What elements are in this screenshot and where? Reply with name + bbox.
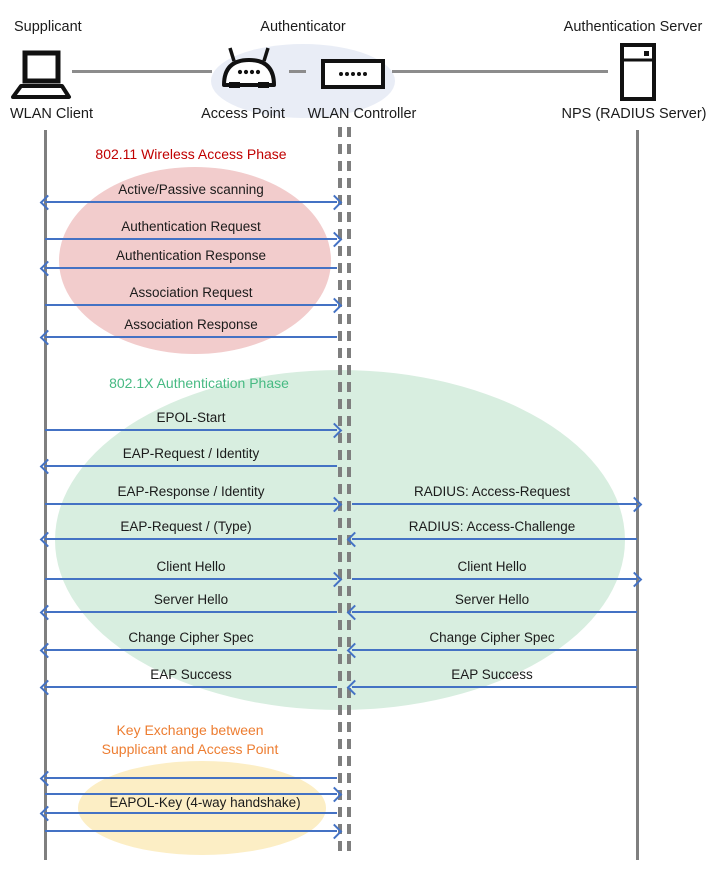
- message-label: EAP-Request / Identity: [122, 446, 260, 461]
- arrow-change-cipher-spec-left: [39, 642, 337, 659]
- message-label: EAP Success: [150, 667, 232, 682]
- message-label: EAP-Request / (Type): [120, 519, 252, 534]
- arrow-association-response: [39, 329, 337, 346]
- arrow-eapol-key-4: [45, 823, 343, 840]
- wlan-controller-icon: [321, 59, 385, 89]
- arrow-server-hello-left: [39, 604, 337, 621]
- role-supplicant: Supplicant: [14, 19, 82, 35]
- lifeline-supplicant: [44, 130, 47, 860]
- message-label: Change Cipher Spec: [128, 630, 254, 645]
- connector-controller-server: [392, 70, 608, 73]
- message-label: Authentication Request: [121, 219, 261, 234]
- phase2-title: 802.1X Authentication Phase: [109, 375, 289, 391]
- arrow-radius-access-request: [352, 496, 643, 513]
- connector-ap-controller: [289, 70, 306, 73]
- arrow-client-hello-left: [45, 571, 343, 588]
- message-label: EPOL-Start: [156, 410, 226, 425]
- arrow-change-cipher-spec-right: [346, 642, 637, 659]
- message-label: Association Request: [129, 285, 253, 300]
- phase3-ellipse: [78, 761, 326, 855]
- device-wlan-controller: WLAN Controller: [307, 106, 417, 122]
- message-label: Authentication Response: [115, 248, 267, 263]
- role-authenticator: Authenticator: [260, 19, 346, 35]
- lifeline-authenticator-2: [347, 127, 351, 853]
- arrow-eap-success-right: [346, 679, 637, 696]
- message-label: EAP-Response / Identity: [117, 484, 265, 499]
- phase3-title-line2: Supplicant and Access Point: [101, 741, 279, 757]
- message-label: RADIUS: Access-Request: [413, 484, 571, 499]
- arrow-authentication-response: [39, 260, 337, 277]
- phase3-title-line1: Key Exchange between: [116, 722, 264, 738]
- arrow-eap-response-identity: [45, 496, 343, 513]
- arrow-eapol-key-1: [39, 770, 337, 787]
- message-label: RADIUS: Access-Challenge: [408, 519, 576, 534]
- arrow-authentication-request: [45, 231, 343, 248]
- arrow-client-hello-right: [352, 571, 643, 588]
- phase1-title: 802.11 Wireless Access Phase: [95, 146, 287, 162]
- arrow-eapol-key-3: [39, 805, 337, 822]
- arrow-eap-request-identity: [39, 458, 337, 475]
- phase1-ellipse: [59, 167, 331, 354]
- arrow-eap-request-type: [39, 531, 337, 548]
- arrow-eapol-key-2: [45, 786, 343, 803]
- phase3-title: Key Exchange between Supplicant and Acce…: [102, 721, 279, 759]
- message-label: Server Hello: [454, 592, 530, 607]
- lifeline-auth-server: [636, 130, 639, 860]
- arrow-active-passive-scanning: [39, 194, 343, 211]
- arrow-epol-start: [45, 422, 343, 439]
- message-label: EAPOL-Key (4-way handshake): [109, 795, 301, 810]
- message-label: EAP Success: [451, 667, 533, 682]
- role-authentication-server: Authentication Server: [563, 19, 703, 35]
- message-label: Association Response: [124, 317, 258, 332]
- arrow-radius-access-challenge: [346, 531, 637, 548]
- device-wlan-client: WLAN Client: [10, 106, 93, 122]
- message-label: Client Hello: [457, 559, 527, 574]
- arrow-server-hello-right: [346, 604, 637, 621]
- connector-client-ap: [72, 70, 212, 73]
- message-label: Active/Passive scanning: [118, 182, 264, 197]
- access-point-icon: [219, 46, 279, 94]
- device-nps-radius-server: NPS (RADIUS Server): [561, 106, 707, 122]
- lifeline-authenticator-1: [338, 127, 342, 853]
- laptop-icon: [10, 50, 72, 102]
- device-access-point: Access Point: [201, 106, 285, 122]
- arrow-association-request: [45, 297, 343, 314]
- message-label: Change Cipher Spec: [429, 630, 555, 645]
- message-label: Client Hello: [156, 559, 226, 574]
- message-label: Server Hello: [153, 592, 229, 607]
- arrow-eap-success-left: [39, 679, 337, 696]
- server-icon: [620, 43, 656, 101]
